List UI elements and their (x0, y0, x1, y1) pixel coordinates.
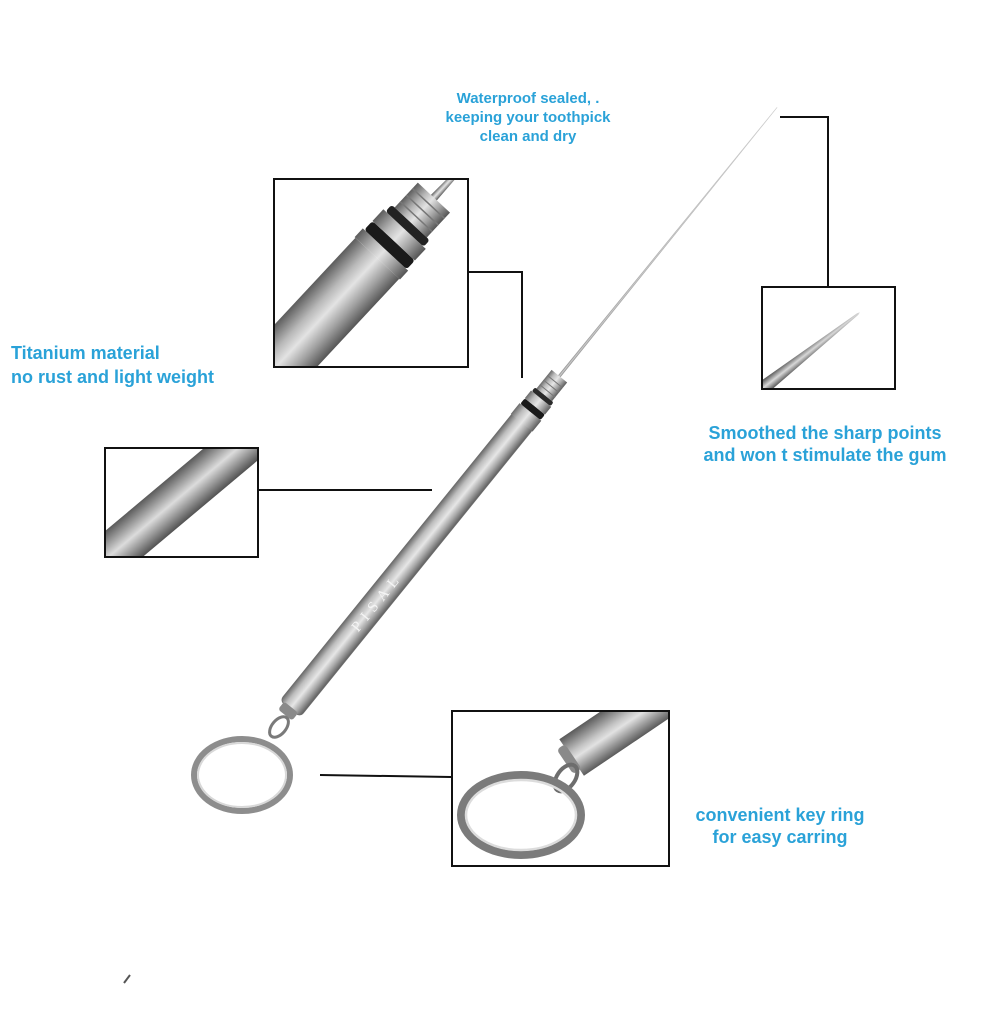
tip-closeup (763, 312, 860, 388)
caption-smoothed-points: Smoothed the sharp points and won t stim… (703, 423, 947, 465)
detail-box-seal (273, 178, 469, 368)
leader-line-ring (319, 774, 452, 778)
detail-box-keyring (451, 710, 670, 867)
thread (536, 369, 568, 402)
product-key-ring (191, 736, 293, 814)
stray-mark (123, 974, 131, 984)
caption-titanium: Titanium material no rust and light weig… (11, 343, 214, 387)
detail-box-tip (761, 286, 896, 390)
barrel (281, 413, 533, 716)
caption-waterproof: Waterproof sealed, . keeping your toothp… (445, 90, 611, 145)
product-engraving: PISAL (349, 569, 407, 635)
body-closeup (106, 449, 257, 556)
keyring-closeup (457, 712, 668, 859)
caption-key-ring: convenient key ring for easy carring (695, 805, 865, 847)
seal-closeup (275, 180, 467, 366)
seal-ring (521, 399, 545, 420)
seal-collar (510, 403, 542, 432)
seal-ring (532, 388, 553, 406)
product-ring-link (268, 715, 290, 739)
detail-box-body (104, 447, 259, 558)
leader-line-tip (780, 116, 829, 287)
leader-line-seal (468, 271, 523, 378)
